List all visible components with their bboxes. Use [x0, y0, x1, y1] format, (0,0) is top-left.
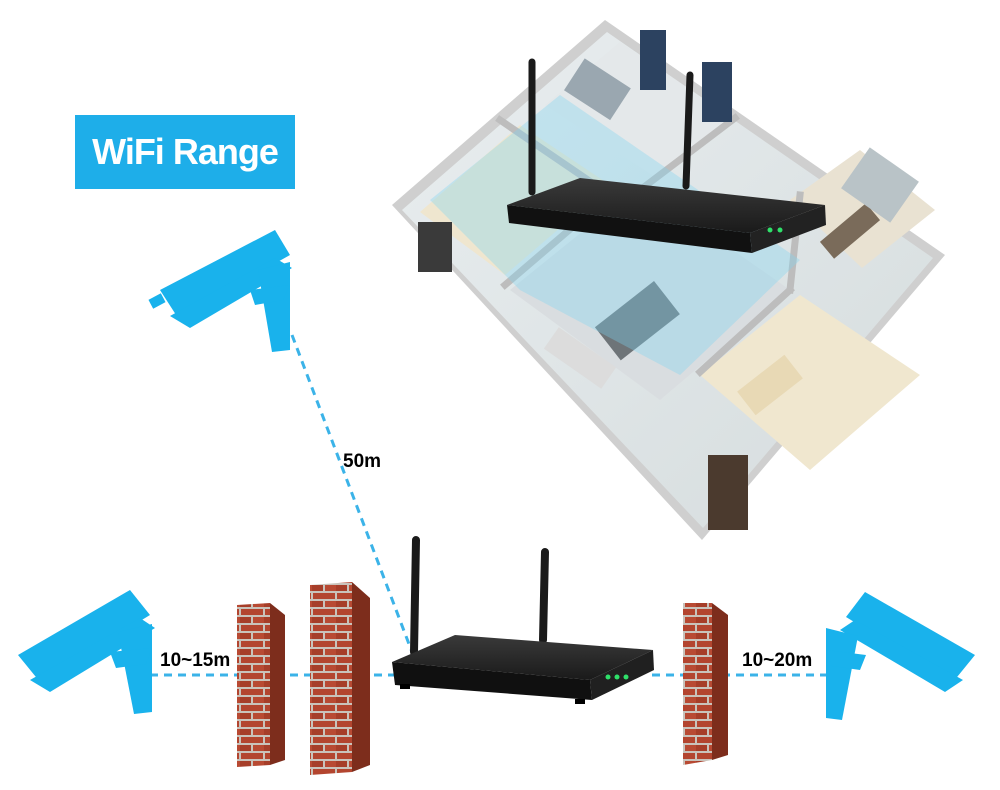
antenna-right [539, 548, 549, 644]
antenna-right [682, 71, 694, 190]
sofa [543, 327, 617, 389]
balcony-window [841, 147, 919, 223]
nvr-top [392, 635, 653, 680]
nvr-recorder-house [507, 58, 826, 253]
curtain-right [702, 62, 732, 122]
house-floorplan [392, 20, 945, 540]
door [708, 455, 748, 530]
nvr-side [750, 205, 826, 253]
link-top-camera [290, 334, 414, 653]
bed [564, 58, 631, 121]
camera-icon [148, 230, 292, 352]
nvr-side [590, 650, 654, 700]
nvr-front [392, 662, 592, 700]
nvr-recorder [392, 536, 654, 704]
camera-icon [18, 590, 155, 714]
brick-wall-left-1 [237, 603, 285, 767]
camera-icon [826, 592, 975, 720]
brick-wall-left-2 [310, 582, 370, 775]
page-title: WiFi Range [75, 115, 295, 189]
dining-table [737, 354, 803, 416]
antenna-left [410, 536, 420, 656]
rug [594, 281, 680, 361]
distance-label-right: 10~20m [740, 650, 815, 672]
brick-wall-right [683, 603, 728, 765]
curtain-left [640, 30, 666, 90]
distance-label-50m: 50m [343, 451, 382, 472]
kitchen-counter [819, 203, 881, 259]
nvr-top [507, 178, 825, 233]
nvr-front [507, 205, 752, 253]
distance-label-left: 10~15m [158, 650, 233, 672]
room-dining-floor [700, 295, 920, 470]
window-left [418, 222, 452, 272]
